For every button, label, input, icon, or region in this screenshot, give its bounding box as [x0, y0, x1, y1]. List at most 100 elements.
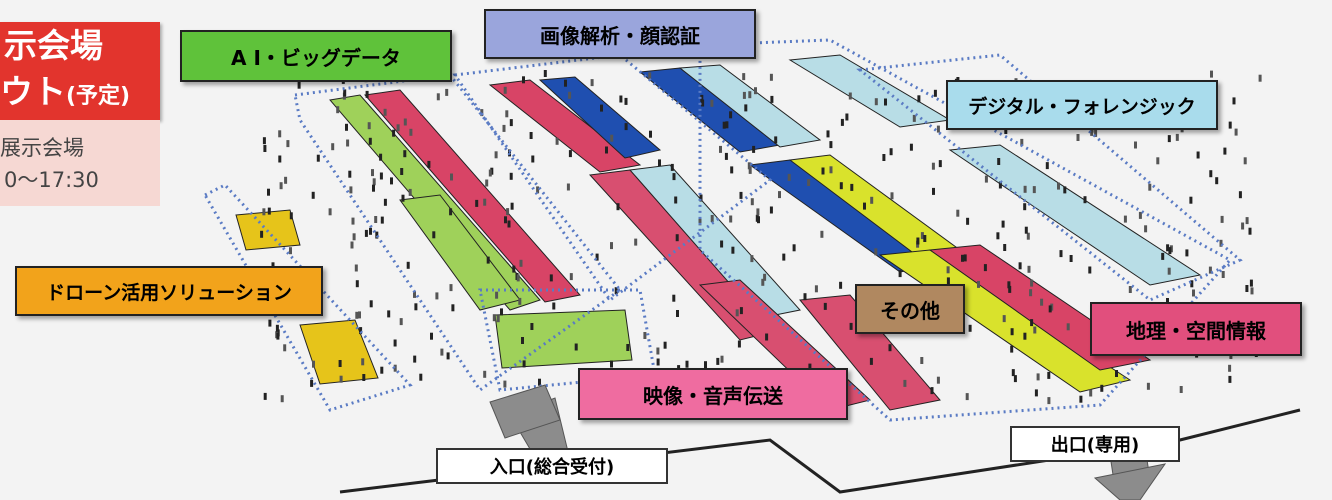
visitor-figure [792, 244, 796, 252]
visitor-figure [869, 357, 873, 365]
visitor-figure [451, 304, 455, 312]
visitor-figure [1245, 217, 1249, 225]
visitor-figure [1066, 323, 1070, 331]
visitor-figure [564, 79, 567, 87]
visitor-figure [1090, 128, 1094, 136]
visitor-figure [409, 128, 413, 136]
visitor-figure [271, 262, 275, 270]
visitor-figure [754, 87, 757, 95]
visitor-figure [1059, 250, 1063, 258]
visitor-figure [610, 134, 614, 142]
visitor-figure [502, 124, 506, 132]
visitor-figure [505, 110, 509, 118]
visitor-figure [656, 347, 660, 355]
visitor-figure [1245, 285, 1249, 292]
visitor-figure [538, 378, 541, 386]
visitor-figure [286, 140, 290, 148]
visitor-figure [374, 216, 378, 223]
visitor-figure [1258, 74, 1262, 82]
visitor-figure [268, 319, 272, 327]
visitor-figure [449, 208, 453, 216]
visitor-figure [882, 154, 886, 161]
visitor-figure [674, 196, 678, 204]
visitor-figure [263, 145, 267, 152]
visitor-figure [963, 254, 967, 262]
visitor-figure [521, 337, 524, 344]
visitor-figure [1185, 249, 1189, 257]
visitor-figure [1010, 345, 1014, 353]
visitor-figure [956, 209, 960, 217]
visitor-figure [331, 143, 335, 151]
visitor-figure [504, 216, 507, 224]
visitor-figure [275, 324, 279, 332]
visitor-figure [1168, 247, 1172, 255]
title-line-2: ウト(予定) [0, 72, 130, 117]
visitor-figure [803, 293, 807, 301]
visitor-figure [722, 121, 726, 129]
visitor-figure [339, 375, 343, 383]
visitor-figure [1007, 281, 1011, 289]
zone-label-video-audio: 映像・音声伝送 [578, 368, 848, 420]
visitor-figure [338, 360, 342, 367]
visitor-figure [739, 191, 743, 199]
zone-label-ai-big-data: A I・ビッグデータ [180, 30, 452, 82]
visitor-figure [747, 162, 751, 170]
visitor-figure [436, 93, 440, 101]
visitor-figure [778, 191, 781, 199]
visitor-figure [355, 280, 359, 288]
visitor-figure [399, 318, 403, 326]
aisle-ai-2 [364, 89, 581, 303]
visitor-figure [1063, 186, 1067, 194]
visitor-figure [624, 97, 628, 105]
visitor-figure [383, 198, 387, 206]
visitor-figure [280, 395, 284, 403]
visitor-figure [750, 198, 754, 206]
visitor-figure [379, 153, 383, 161]
visitor-figure [649, 130, 652, 138]
visitor-figure [283, 344, 287, 352]
visitor-figure [355, 311, 359, 319]
visitor-figure [720, 240, 724, 248]
visitor-figure [977, 280, 980, 288]
visitor-figure [1175, 133, 1179, 141]
visitor-figure [676, 310, 679, 317]
zone-label-image-analysis: 画像解析・顔認証 [484, 9, 756, 59]
visitor-figure [756, 208, 760, 216]
visitor-figure [401, 194, 405, 202]
visitor-figure [289, 212, 293, 220]
visitor-figure [787, 173, 791, 181]
visitor-figure [814, 285, 818, 293]
visitor-figure [729, 215, 733, 223]
visitor-figure [1079, 395, 1083, 403]
visitor-figure [1036, 373, 1040, 381]
title-line-1: 示会場 [4, 26, 103, 65]
visitor-figure [730, 166, 734, 174]
visitor-figure [506, 208, 510, 216]
visitor-figure [1146, 382, 1150, 390]
visitor-figure [503, 86, 507, 94]
visitor-figure [595, 253, 599, 261]
visitor-figure [1196, 151, 1200, 159]
visitor-figure [1138, 211, 1142, 219]
visitor-figure [634, 238, 638, 246]
visitor-figure [1013, 375, 1017, 383]
visitor-figure [483, 370, 487, 378]
visitor-figure [522, 360, 526, 368]
visitor-figure [998, 181, 1002, 189]
entrance-label: 入口(総合受付) [436, 448, 668, 484]
visitor-figure [670, 163, 674, 171]
visitor-figure [752, 145, 756, 153]
visitor-figure [700, 94, 704, 102]
visitor-figure [898, 270, 902, 278]
visitor-figure [349, 186, 353, 194]
visitor-figure [1089, 389, 1093, 397]
visitor-figure [486, 256, 490, 264]
visitor-figure [610, 360, 613, 368]
visitor-figure [510, 202, 514, 210]
visitor-figure [938, 160, 942, 168]
visitor-figure [624, 123, 628, 131]
visitor-figure [1192, 289, 1195, 297]
visitor-figure [387, 310, 391, 318]
visitor-figure [757, 216, 760, 224]
visitor-figure [656, 358, 660, 366]
